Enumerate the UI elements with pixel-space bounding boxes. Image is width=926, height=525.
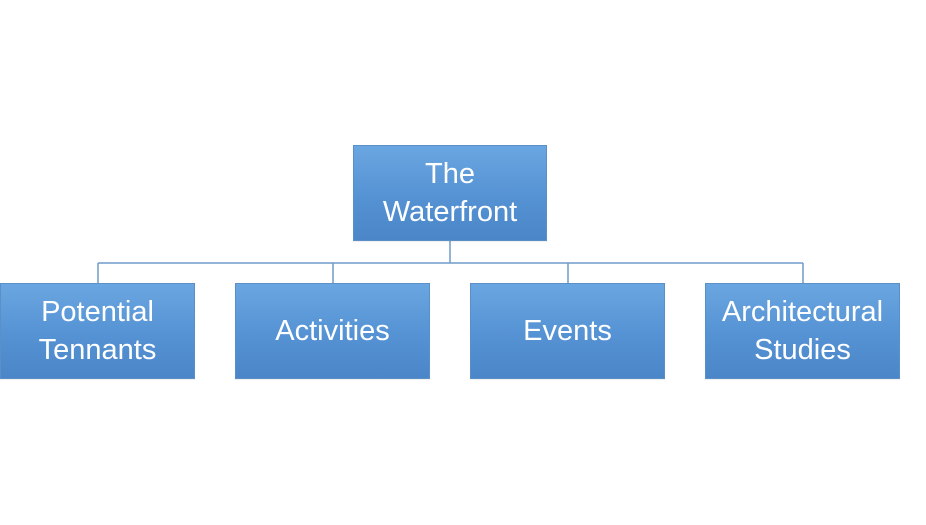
node-activities: Activities xyxy=(235,283,430,379)
node-potential-tennants: Potential Tennants xyxy=(0,283,195,379)
node-the-waterfront: The Waterfront xyxy=(353,145,547,241)
node-events: Events xyxy=(470,283,665,379)
node-architectural-studies: Architectural Studies xyxy=(705,283,900,379)
